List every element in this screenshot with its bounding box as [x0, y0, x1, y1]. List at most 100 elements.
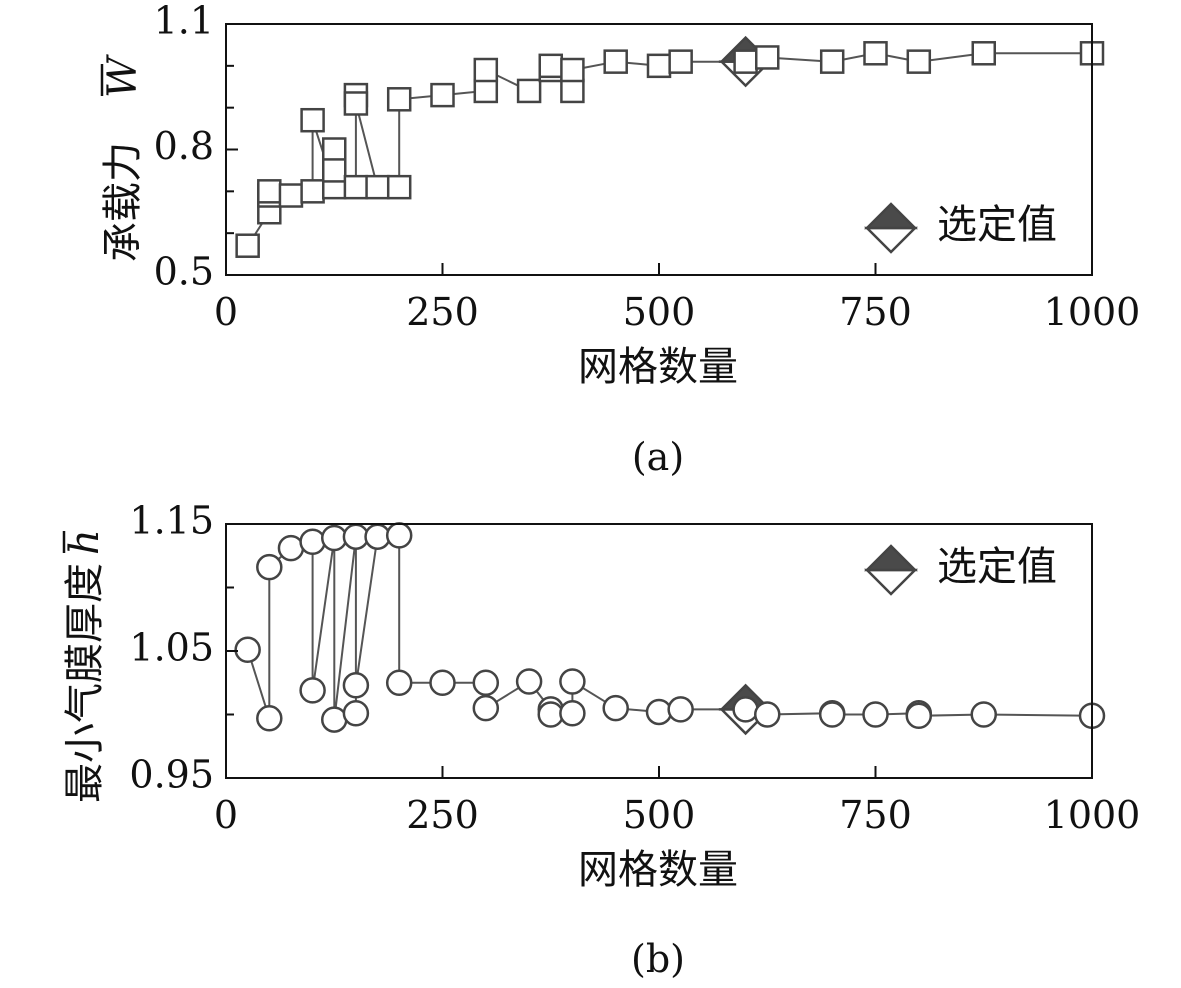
data-point-circle: [299, 528, 326, 556]
y-axis-label-a: 承载力 W: [100, 54, 146, 262]
data-point-square: [473, 57, 499, 83]
data-point-circle: [472, 669, 500, 696]
data-point-square: [971, 41, 996, 66]
selected-marker-lower-half: [863, 226, 919, 254]
data-point-square: [646, 53, 672, 79]
data-point-square: [257, 179, 282, 204]
legend-label-selected-value: 选定值: [937, 202, 1057, 248]
x-tick-label: 1000: [1044, 793, 1141, 837]
data-point-square: [755, 45, 780, 70]
legend-marker-selected-value: [863, 202, 919, 254]
y-tick-label: 1.1: [154, 0, 214, 43]
data-point-circle: [364, 523, 391, 550]
data-point-circle: [862, 701, 889, 728]
data-point-square: [863, 41, 888, 66]
y-axis-label-symbol-b: h: [62, 529, 108, 555]
data-point-circle: [234, 636, 261, 663]
selected-marker-upper-half: [863, 544, 919, 572]
y-axis-a: 0.5 0.8 1.1: [154, 0, 238, 294]
data-point-square: [343, 174, 369, 200]
y-axis-label-symbol-a: W: [100, 54, 146, 98]
data-point-circle: [732, 696, 759, 723]
data-point-square: [819, 49, 845, 74]
x-axis-label-b: 网格数量: [578, 847, 738, 893]
legend-b: 选定值: [863, 544, 1057, 596]
data-point-circle: [256, 553, 283, 581]
data-point-square: [668, 49, 693, 74]
data-point-square: [322, 137, 347, 162]
data-point-square: [322, 158, 347, 183]
data-point-square: [906, 49, 932, 74]
data-point-circle: [515, 668, 543, 695]
data-point-circle: [818, 701, 846, 728]
data-point-circle: [667, 696, 694, 723]
x-tick-label: 250: [406, 793, 479, 837]
x-axis-label-a: 网格数量: [578, 344, 738, 390]
data-point-circle: [342, 699, 370, 727]
selected-marker-lower-half: [863, 568, 919, 596]
x-tick-label: 500: [623, 290, 696, 334]
data-point-circle: [537, 701, 564, 728]
data-point-circle: [299, 677, 326, 704]
data-point-square: [733, 49, 758, 74]
data-point-square: [473, 78, 499, 104]
data-point-circle: [754, 701, 781, 728]
x-tick-label: 1000: [1044, 290, 1141, 334]
data-point-circle: [429, 669, 456, 696]
y-tick-label: 0.5: [154, 250, 214, 294]
legend-marker-selected-value: [863, 544, 919, 596]
x-tick-label: 750: [839, 290, 912, 334]
data-point-square: [300, 107, 325, 133]
y-tick-label: 0.8: [154, 124, 214, 168]
y-axis-label-text-a: 承载力: [100, 142, 146, 262]
data-point-square: [343, 91, 369, 116]
data-point-square: [560, 57, 585, 83]
plot-area-a: [235, 35, 1105, 258]
legend-label-selected-value: 选定值: [937, 544, 1057, 590]
data-point-square: [278, 183, 304, 208]
data-point-circle: [277, 534, 305, 562]
panel-label-b: (b): [631, 937, 685, 981]
data-point-square: [430, 82, 455, 108]
y-tick-label: 1.05: [129, 626, 214, 670]
data-point-circle: [905, 702, 933, 730]
data-point-circle: [385, 669, 413, 696]
y-axis-label-b: 最小气膜厚度 h: [62, 529, 108, 803]
plot-area-b: [234, 522, 1106, 736]
data-point-square: [365, 174, 390, 200]
y-axis-b: 0.95 1.05 1.15: [129, 499, 238, 797]
data-point-square: [235, 233, 260, 258]
data-point-square: [560, 78, 585, 104]
data-point-circle: [321, 524, 348, 552]
data-point-square: [516, 78, 542, 104]
y-tick-label: 1.15: [129, 499, 214, 543]
legend-a: 选定值: [863, 202, 1057, 254]
data-point-circle: [645, 698, 673, 726]
legend-diamond-icon: [863, 544, 919, 596]
data-point-circle: [559, 699, 586, 727]
data-point-circle: [602, 694, 629, 722]
selected-marker-upper-half: [863, 202, 919, 230]
x-tick-label: 0: [214, 793, 238, 837]
x-tick-label: 750: [839, 793, 912, 837]
data-point-circle: [385, 522, 413, 549]
data-point-circle: [559, 668, 586, 695]
y-axis-label-text-b: 最小气膜厚度: [62, 563, 108, 803]
data-point-circle: [256, 705, 283, 732]
legend-diamond-icon: [863, 202, 919, 254]
x-tick-label: 0: [214, 290, 238, 334]
data-point-square: [300, 179, 325, 204]
data-point-square: [603, 49, 628, 74]
data-point-circle: [970, 701, 997, 728]
data-point-square: [386, 87, 412, 112]
data-point-circle: [342, 672, 370, 699]
data-point-circle: [472, 694, 500, 722]
y-tick-label: 0.95: [129, 753, 214, 797]
data-point-square: [538, 53, 563, 79]
data-point-circle: [321, 706, 348, 733]
